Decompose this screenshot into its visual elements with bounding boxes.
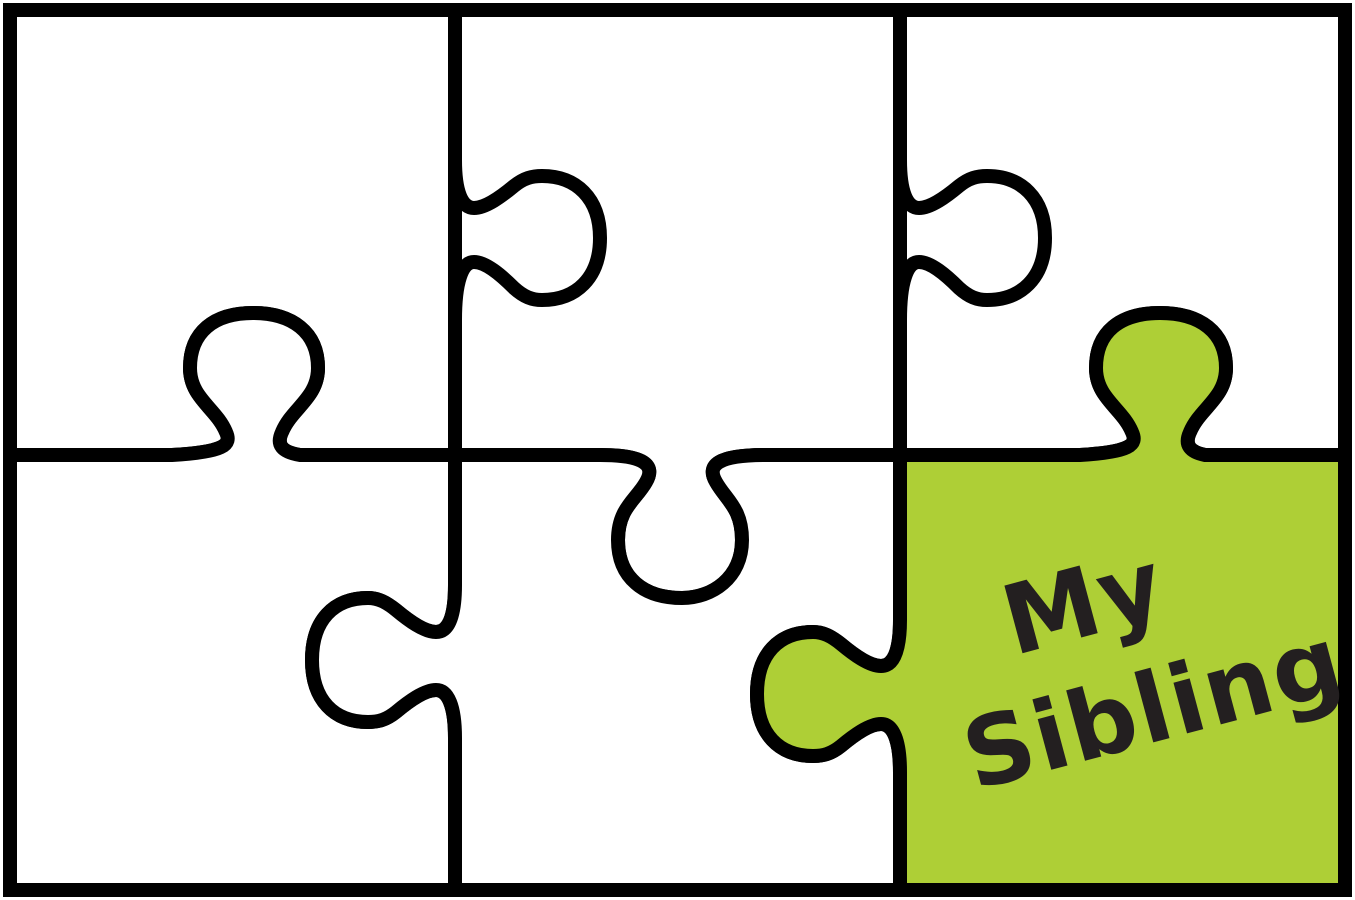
puzzle-diagram: My Sibling [0, 0, 1355, 900]
